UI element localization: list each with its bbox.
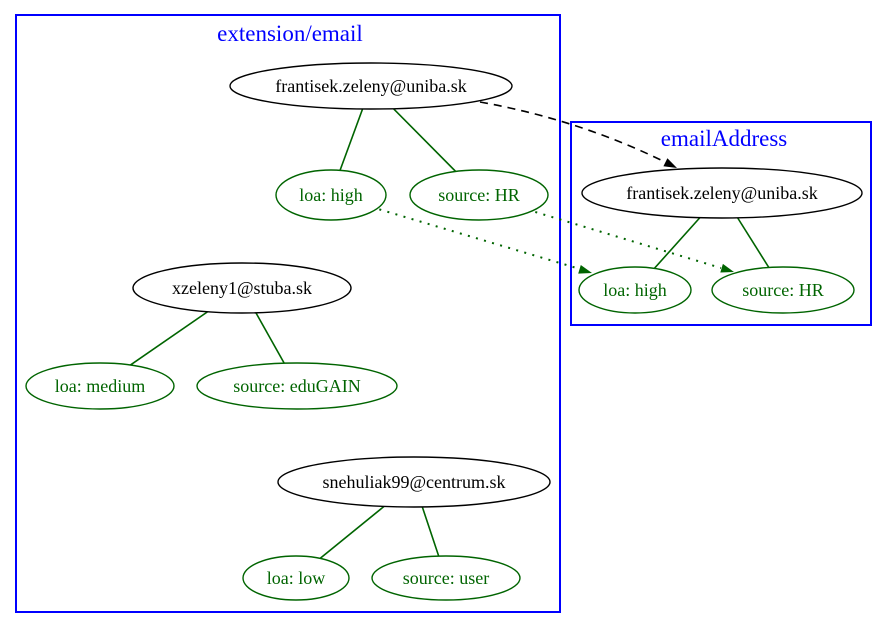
node-ext-email1-loa-label: loa: high [299, 185, 363, 205]
node-ext-email2-source-label: source: eduGAIN [233, 376, 360, 396]
node-addr-email1-source-label: source: HR [742, 280, 823, 300]
node-ext-email2-label: xzeleny1@stuba.sk [172, 278, 312, 298]
node-ext-email3-loa: loa: low [242, 555, 350, 601]
node-addr-email1-source: source: HR [711, 266, 855, 314]
node-addr-email1-label: frantisek.zeleny@uniba.sk [626, 183, 818, 203]
node-ext-email3-loa-label: loa: low [267, 568, 326, 588]
node-ext-email3-source-label: source: user [403, 568, 489, 588]
cluster-extension-email-label: extension/email [217, 21, 363, 46]
node-ext-email2-loa-label: loa: medium [55, 376, 145, 396]
node-ext-email3-source: source: user [371, 555, 521, 601]
node-ext-email1-source: source: HR [409, 169, 549, 221]
cluster-email-address-label: emailAddress [661, 126, 788, 151]
node-ext-email2: xzeleny1@stuba.sk [132, 262, 352, 314]
cluster-extension-email-box [15, 14, 561, 613]
arrowhead-loa-mapping-icon [578, 265, 592, 274]
edge-dashed-email-mapping [479, 101, 670, 165]
node-ext-email1: frantisek.zeleny@uniba.sk [229, 62, 513, 110]
node-ext-email2-loa: loa: medium [25, 362, 175, 410]
node-ext-email3-label: snehuliak99@centrum.sk [322, 472, 505, 492]
node-ext-email1-source-label: source: HR [438, 185, 519, 205]
cluster-email-address-box [570, 121, 872, 326]
node-addr-email1-loa-label: loa: high [603, 280, 667, 300]
node-addr-email1: frantisek.zeleny@uniba.sk [581, 167, 863, 219]
node-ext-email3: snehuliak99@centrum.sk [277, 456, 551, 508]
node-ext-email1-label: frantisek.zeleny@uniba.sk [275, 76, 467, 96]
node-ext-email1-loa: loa: high [275, 169, 387, 221]
node-addr-email1-loa: loa: high [578, 266, 692, 314]
node-ext-email2-source: source: eduGAIN [196, 362, 398, 410]
arrowhead-source-mapping-icon [720, 263, 734, 273]
arrowhead-email-mapping-icon [663, 158, 677, 168]
